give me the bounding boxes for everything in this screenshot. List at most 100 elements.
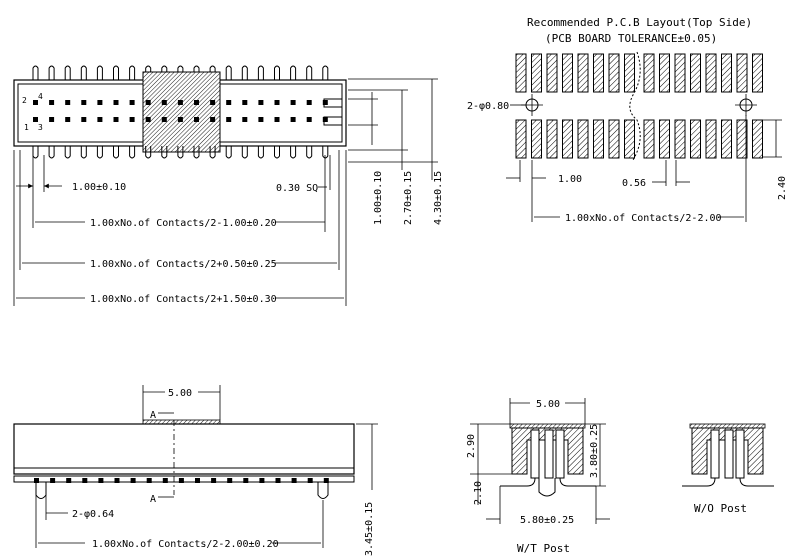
pcb-pad: [608, 53, 620, 93]
pad-square: [194, 117, 199, 122]
pin-label-1: 1: [24, 123, 29, 132]
bottom-pin: [290, 146, 297, 159]
front-pin: [307, 478, 313, 483]
pin-label-2: 2: [22, 96, 27, 105]
top-pin: [161, 65, 168, 80]
pcb-pad: [690, 53, 701, 93]
pad-square: [145, 100, 151, 105]
front-pin: [275, 478, 281, 483]
top-pin: [274, 65, 280, 80]
front-pin: [259, 478, 265, 483]
pad-square: [161, 117, 167, 122]
front-pin: [34, 478, 39, 483]
front-pin: [178, 478, 184, 483]
front-pin: [162, 478, 168, 483]
pcb-pad: [674, 119, 686, 159]
pcb-pad: [593, 53, 604, 93]
pcb-pad: [546, 53, 558, 93]
pin-label-3: 3: [38, 123, 43, 132]
top-pin: [80, 65, 87, 80]
pad-square: [129, 117, 135, 122]
bottom-pin: [306, 146, 313, 159]
front-pin: [98, 478, 104, 483]
pad-square: [145, 117, 151, 122]
top-pin: [257, 65, 264, 80]
bottom-pin: [64, 146, 71, 159]
pad-square: [177, 117, 183, 122]
front-pin: [130, 478, 136, 483]
top-pin: [225, 65, 232, 80]
pcb-pad: [659, 119, 670, 159]
top-pin: [193, 65, 200, 80]
pcb-pad: [721, 53, 732, 93]
top-pin: [290, 65, 297, 80]
front-pin: [195, 478, 200, 483]
dim-length-3: 1.00xNo.of Contacts/2+1.50±0.30: [90, 294, 277, 305]
top-pin: [113, 65, 119, 80]
pad-square: [194, 100, 199, 105]
pad-square: [242, 100, 248, 105]
front-pin: [66, 478, 72, 483]
caption-with-post: W/T Post: [517, 542, 570, 555]
bottom-pin: [193, 146, 200, 159]
pcb-pad: [577, 119, 589, 159]
pcb-pad: [531, 119, 542, 159]
pcb-pad: [705, 53, 717, 93]
dim-pad-height: 2.40: [777, 176, 788, 200]
pad-square: [49, 117, 55, 122]
top-pin: [306, 65, 313, 80]
dim-row-spacing: 1.00±0.10: [373, 171, 384, 225]
front-pin: [291, 478, 297, 483]
pcb-layout-view: Recommended P.C.B Layout(Top Side) (PCB …: [467, 16, 788, 224]
top-pin: [129, 65, 136, 80]
pad-square: [65, 100, 71, 105]
pcb-pad: [643, 119, 655, 159]
top-pin: [96, 65, 103, 80]
pcb-pad: [515, 119, 527, 159]
pad-square: [226, 100, 232, 105]
pad-square: [65, 117, 71, 122]
bottom-pin: [32, 146, 39, 159]
bottom-pin: [161, 146, 168, 159]
pcb-pad: [705, 119, 717, 159]
front-pin: [82, 478, 88, 483]
dim-length-1: 1.00xNo.of Contacts/2-1.00±0.20: [90, 218, 277, 229]
pad-square: [129, 100, 135, 105]
pcb-pad: [674, 53, 686, 93]
pcb-pad: [531, 53, 542, 93]
dim-section-h2: 3.80±0.25: [589, 424, 600, 478]
dim-section-width: 5.00: [536, 399, 560, 410]
caption-without-post: W/O Post: [694, 502, 747, 515]
section-a-bottom: A: [150, 494, 156, 505]
bottom-pin: [257, 146, 264, 159]
bottom-pin: [145, 146, 152, 159]
pad-square: [226, 117, 232, 122]
front-pin: [114, 478, 120, 483]
bottom-pin: [80, 146, 87, 159]
dim-front-span: 1.00xNo.of Contacts/2-2.00±0.20: [92, 539, 279, 550]
dim-pcb-span: 1.00xNo.of Contacts/2-2.00: [565, 213, 722, 224]
pcb-pad: [577, 53, 589, 93]
front-pin: [211, 478, 217, 483]
pad-square: [242, 117, 248, 122]
bottom-pin: [274, 146, 280, 159]
pad-square: [97, 117, 103, 122]
dim-section-h3: 2.10: [473, 481, 484, 505]
pad-square: [113, 117, 119, 122]
pcb-pad: [608, 119, 620, 159]
pcb-pad: [659, 53, 670, 93]
front-pin: [227, 478, 233, 483]
top-pin: [48, 65, 55, 80]
pad-square: [306, 117, 312, 122]
pcb-pad: [515, 53, 527, 93]
dim-section-foot: 5.80±0.25: [520, 515, 574, 526]
dim-front-height: 3.45±0.15: [364, 502, 375, 556]
front-pin: [323, 478, 329, 483]
section-a-top: A: [150, 410, 156, 421]
pad-square: [210, 117, 216, 122]
top-pin: [32, 65, 39, 80]
dim-pitch: 1.00±0.10: [72, 182, 126, 193]
pad-square: [322, 117, 328, 122]
pcb-pad: [643, 53, 655, 93]
